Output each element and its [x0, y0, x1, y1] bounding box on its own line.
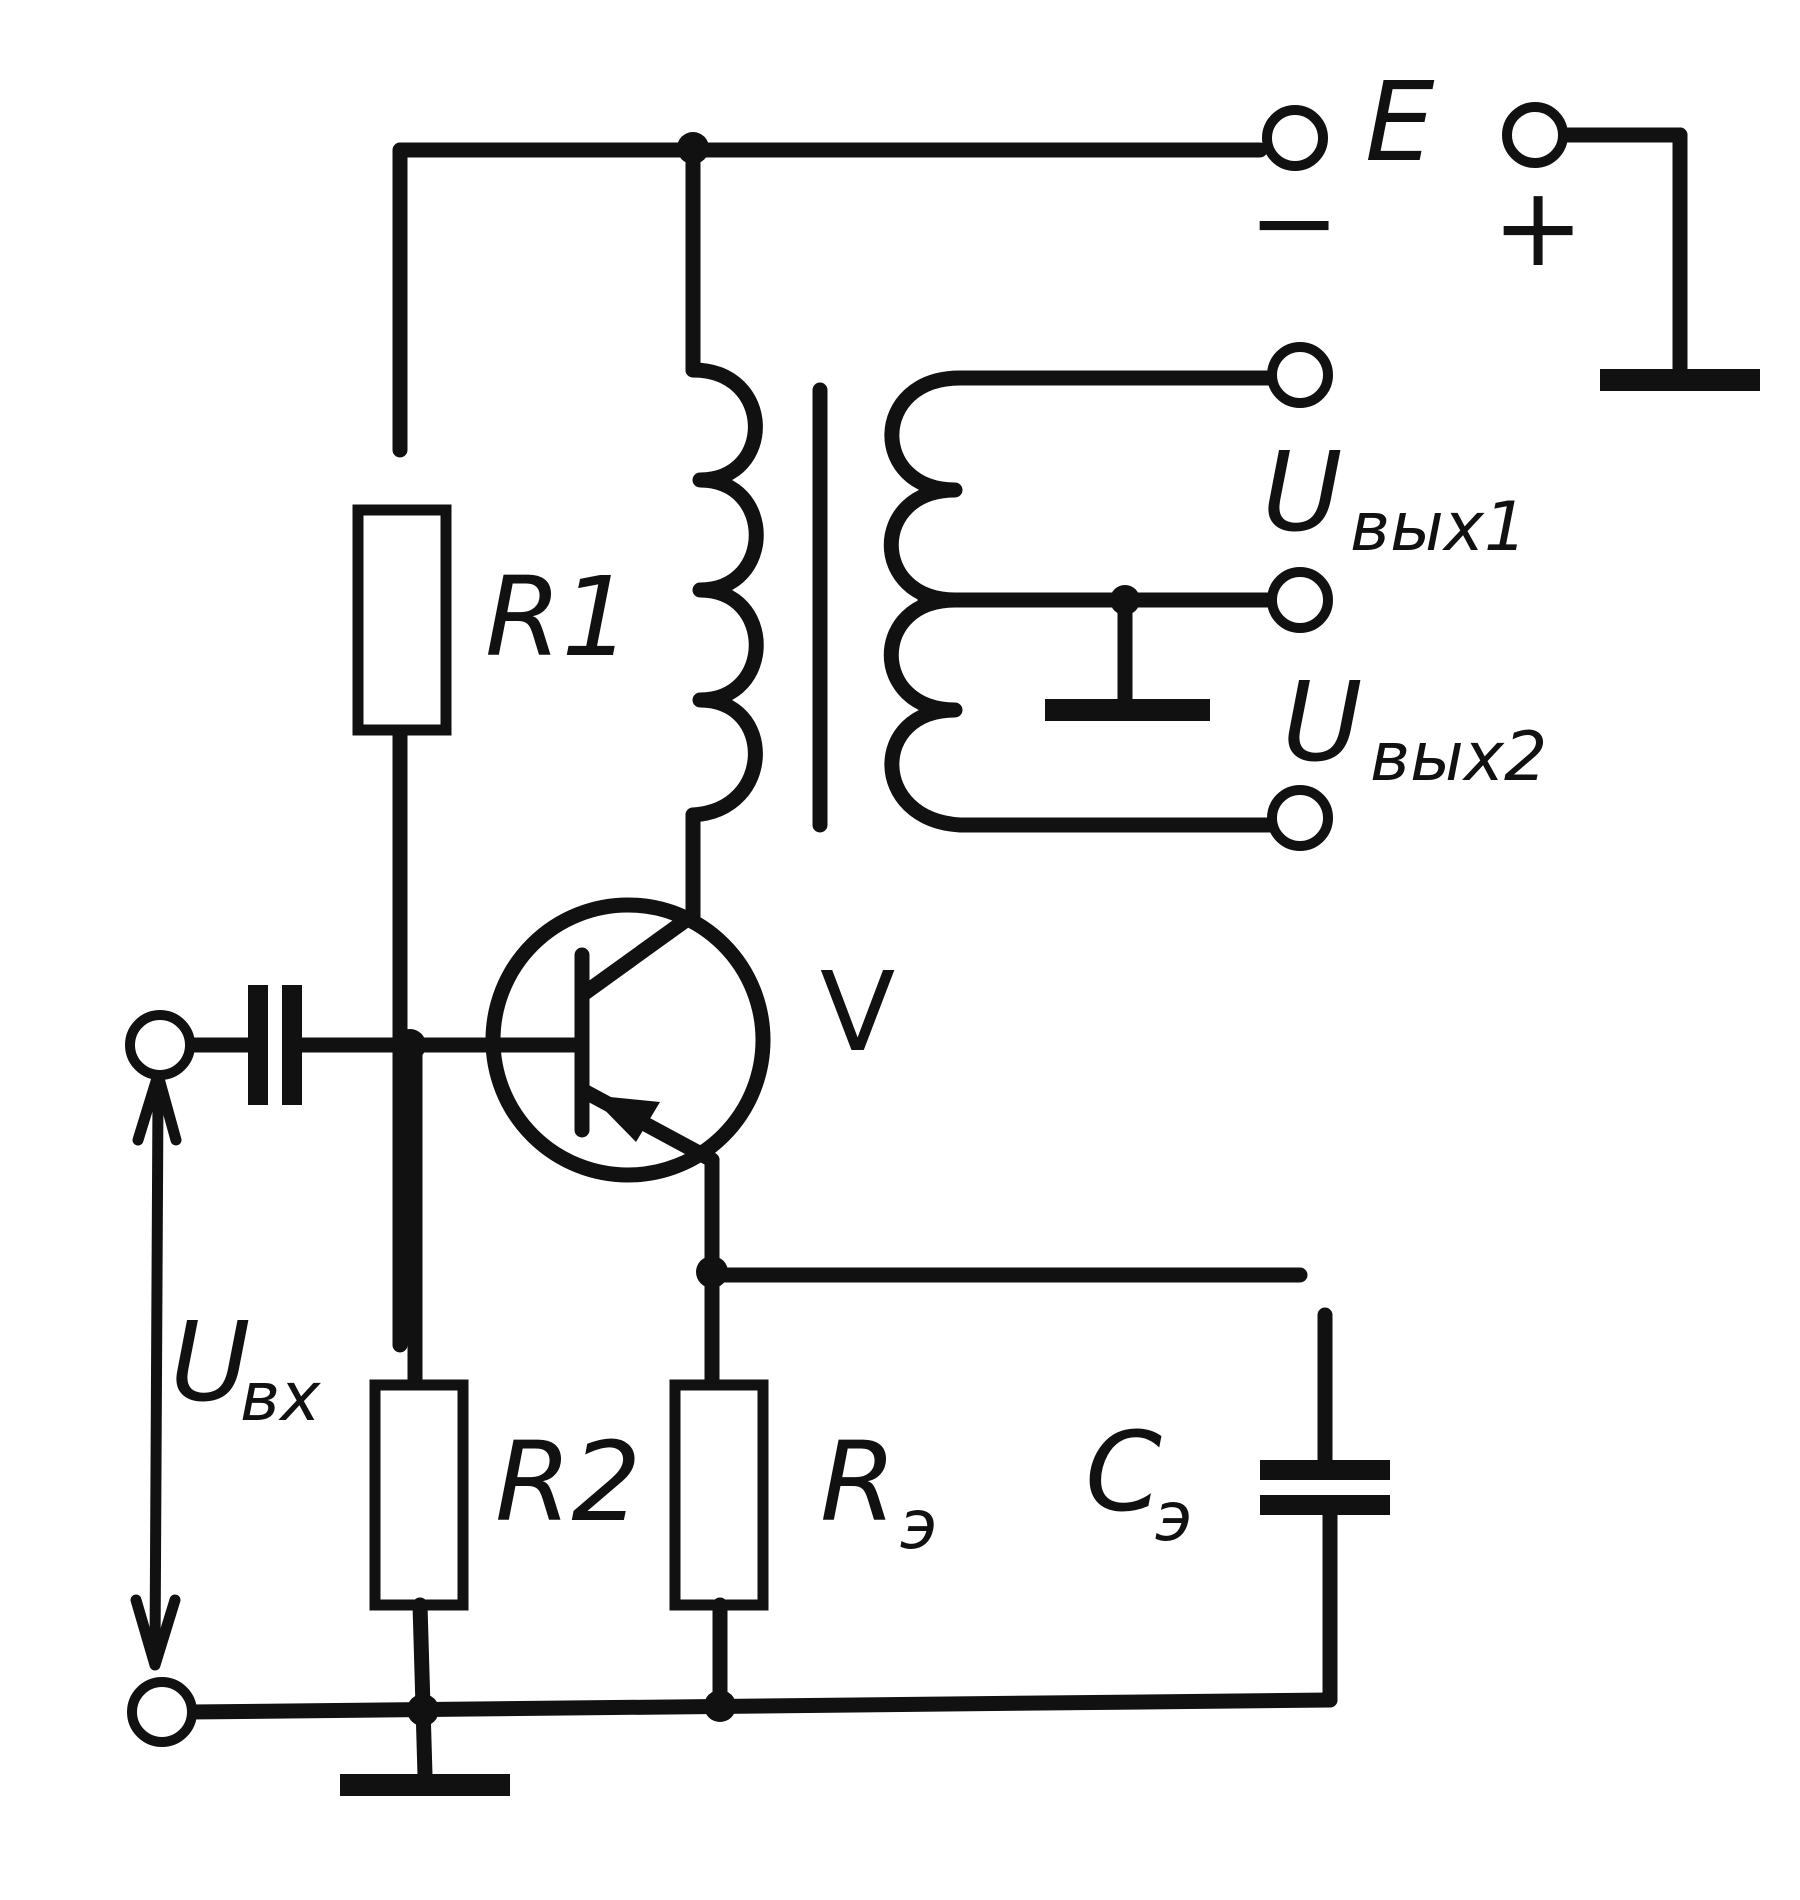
label-re-subscript: э: [900, 1486, 937, 1565]
label-plus: +: [1492, 163, 1584, 291]
transistor-emitter-arrow: [590, 1095, 660, 1142]
junction-center-tap: [1110, 585, 1140, 615]
label-r1: R1: [485, 553, 631, 681]
label-re: R: [820, 1418, 896, 1546]
resistor-re: [669, 1379, 769, 1611]
junction-supply: [677, 132, 709, 164]
supply-rail: [392, 127, 1760, 458]
r1-branch: [352, 504, 452, 1353]
terminal-supply-negative[interactable]: [1262, 105, 1328, 171]
terminal-output2-bottom[interactable]: [1267, 785, 1333, 851]
label-supply-e: E: [1365, 58, 1435, 186]
label-transistor-v: V: [820, 948, 895, 1076]
junction-emitter: [696, 1256, 728, 1288]
terminal-input-bottom[interactable]: [127, 1677, 197, 1747]
label-u-out1: U: [1262, 428, 1343, 556]
resistor-r2: [369, 1379, 469, 1611]
label-u-out1-subscript: вых1: [1350, 488, 1527, 567]
primary-winding: [685, 142, 764, 923]
emitter-network: [669, 1152, 1390, 1713]
secondary-winding: [883, 370, 1298, 833]
base-input-path: [180, 985, 590, 1796]
terminal-input-top[interactable]: [125, 1010, 195, 1080]
terminal-output-center[interactable]: [1267, 567, 1333, 633]
label-ce-subscript: э: [1155, 1478, 1192, 1557]
junction-re-bottom: [704, 1690, 736, 1722]
junction-base: [394, 1029, 426, 1061]
transistor-collector-lead: [574, 907, 701, 1003]
label-minus: −: [1248, 158, 1340, 286]
label-u-in: U: [170, 1298, 251, 1426]
common-rail: [182, 1692, 1338, 1720]
label-r2: R2: [495, 1418, 641, 1546]
resistor-r1: [352, 504, 452, 736]
label-u-in-subscript: вх: [240, 1358, 321, 1437]
junction-ground: [407, 1694, 439, 1726]
terminal-output1-top[interactable]: [1267, 342, 1333, 408]
label-u-out2: U: [1282, 658, 1363, 786]
terminal-supply-positive[interactable]: [1502, 102, 1568, 168]
label-u-out2-subscript: вых2: [1370, 718, 1547, 797]
label-ce: C: [1085, 1408, 1162, 1536]
